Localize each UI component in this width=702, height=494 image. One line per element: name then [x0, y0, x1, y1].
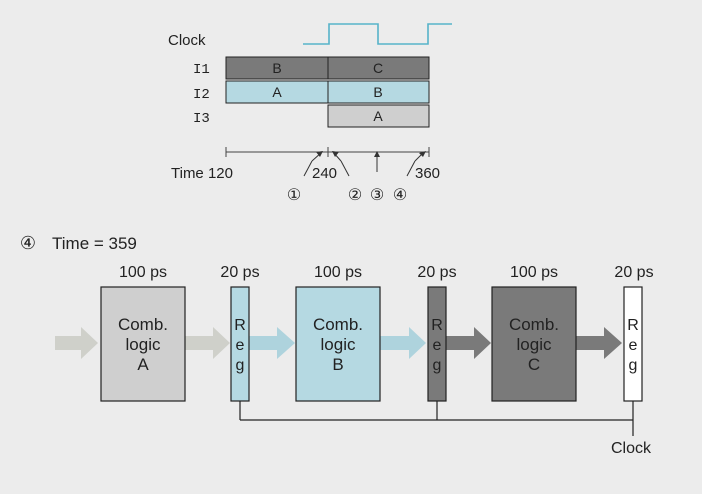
row-i2: I2 A B: [193, 80, 430, 104]
timing-diagram: Clock I1 B C I2 A B I3 A Time 120: [168, 23, 452, 204]
comb-logic-c-box: [491, 286, 577, 402]
row-label-i3: I3: [193, 111, 210, 127]
comb-logic-b-box: [295, 286, 381, 402]
reg-3-delay: 20 ps: [614, 264, 653, 281]
marker-arrowhead-2: [332, 151, 339, 157]
heading-time: Time = 359: [52, 234, 137, 253]
register-1-letter-e: e: [236, 337, 245, 354]
comb-logic-c: Comb. logic C: [491, 286, 577, 402]
register-2-letter-e: e: [433, 337, 442, 354]
arrow-reg1-to-b: [249, 327, 295, 359]
marker-2: ②: [348, 187, 362, 204]
cell-i2-b: [327, 80, 430, 104]
slash-after-240: [340, 160, 350, 177]
register-2: R e g: [427, 286, 447, 402]
register-3: R e g: [623, 286, 643, 402]
marker-4: ④: [393, 187, 407, 204]
comb-logic-b-line1: Comb.: [313, 315, 363, 334]
marker-arrowhead-1: [316, 151, 323, 157]
slash-240: [303, 160, 313, 177]
comb-logic-c-line1: Comb.: [509, 315, 559, 334]
pipeline-heading: ④ Time = 359: [20, 233, 137, 253]
marker-arrowhead-3: [374, 151, 380, 157]
input-arrow: [55, 327, 98, 359]
register-3-letter-r: R: [627, 317, 639, 334]
comb-logic-b-line2: logic: [321, 335, 356, 354]
cell-i2-a-label: A: [272, 84, 282, 100]
register-1-letter-r: R: [234, 317, 246, 334]
marker-arrowhead-4: [419, 151, 426, 157]
register-2-letter-g: g: [433, 357, 442, 374]
stage-b-delay: 100 ps: [314, 264, 362, 281]
arrow-b-to-reg2: [380, 327, 426, 359]
arrow-reg2-to-c: [446, 327, 491, 359]
comb-logic-a: Comb. logic A: [100, 286, 186, 402]
row-i1: I1 B C: [193, 56, 430, 80]
arrow-c-to-reg3: [576, 327, 622, 359]
clock-line: Clock: [239, 401, 652, 457]
comb-logic-b-line3: B: [332, 355, 343, 374]
clock-waveform: [303, 23, 452, 45]
comb-logic-b: Comb. logic B: [295, 286, 381, 402]
cell-i1-b-label: B: [272, 60, 281, 76]
heading-marker: ④: [20, 233, 36, 253]
comb-logic-c-line2: logic: [517, 335, 552, 354]
cell-i3-a: [327, 104, 430, 128]
cell-i1-c: [327, 56, 430, 80]
register-3-letter-e: e: [629, 337, 638, 354]
stage-c-delay: 100 ps: [510, 264, 558, 281]
pipeline-hardware: 100 ps 20 ps 100 ps 20 ps 100 ps 20 ps C…: [55, 264, 654, 457]
comb-logic-a-line2: logic: [126, 335, 161, 354]
marker-3: ③: [370, 187, 384, 204]
comb-logic-a-line3: A: [137, 355, 149, 374]
cell-i1-c-label: C: [373, 60, 383, 76]
time-label: Time 120: [171, 165, 233, 182]
clock-label: Clock: [168, 32, 206, 49]
cell-i2-b-label: B: [373, 84, 382, 100]
row-label-i2: I2: [193, 87, 210, 103]
time-axis: Time 120 240 360 ① ② ③ ④: [171, 147, 440, 204]
row-label-i1: I1: [193, 62, 210, 78]
register-1-letter-g: g: [236, 357, 245, 374]
marker-1: ①: [287, 187, 301, 204]
register-1: R e g: [230, 286, 250, 402]
pipeline-clock-label: Clock: [611, 440, 652, 457]
reg-2-delay: 20 ps: [417, 264, 456, 281]
arrow-a-to-reg1: [185, 327, 230, 359]
time-240-label: 240: [312, 165, 337, 182]
register-2-letter-r: R: [431, 317, 443, 334]
register-3-letter-g: g: [629, 357, 638, 374]
cell-i3-a-label: A: [373, 108, 383, 124]
comb-logic-c-line3: C: [528, 355, 540, 374]
comb-logic-a-box: [100, 286, 186, 402]
comb-logic-a-line1: Comb.: [118, 315, 168, 334]
row-i3: I3 A: [193, 104, 430, 128]
reg-1-delay: 20 ps: [220, 264, 259, 281]
slash-360: [406, 160, 416, 177]
stage-a-delay: 100 ps: [119, 264, 167, 281]
time-360-label: 360: [415, 165, 440, 182]
